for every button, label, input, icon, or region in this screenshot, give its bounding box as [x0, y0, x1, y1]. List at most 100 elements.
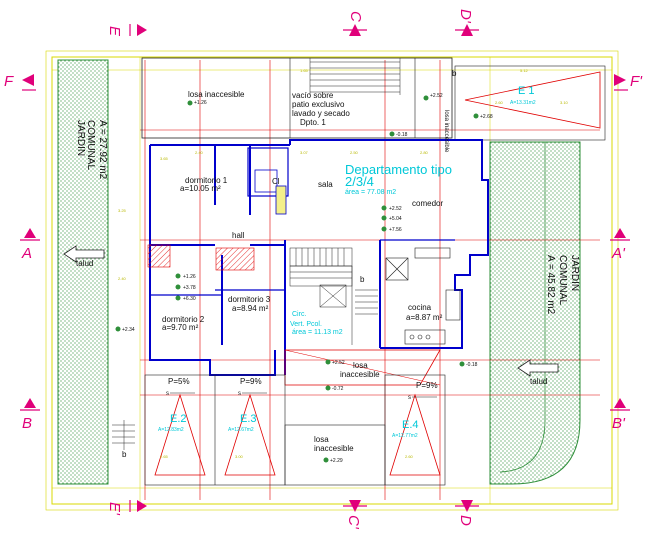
parking-e1-label: E 1 — [518, 85, 535, 97]
dim-13: 2.60 — [405, 454, 414, 459]
level-l13: +2.29 — [330, 458, 343, 464]
svg-text:A = 27.92 m2: A = 27.92 m2 — [97, 120, 108, 180]
level-l7: +1.26 — [194, 100, 207, 106]
stair-b-bot: b — [122, 450, 127, 459]
dim-1: 2.40 — [195, 150, 204, 155]
garden-right-label: JARDIN COMUNAL A = 45.82 m2 — [545, 255, 580, 315]
section-label-A-left: A — [21, 245, 32, 262]
level-l6: +7.56 — [389, 227, 402, 233]
section-label-D-top: D' — [457, 9, 474, 24]
level-l4: +2.52 — [389, 206, 402, 212]
room-dorm1: dormitorio 1 — [185, 176, 228, 185]
section-marker-A-right — [614, 228, 626, 238]
section-marker-B-right — [614, 398, 626, 408]
svg-text:COMUNAL: COMUNAL — [85, 120, 96, 170]
circ-label-1: Circ. — [292, 311, 306, 318]
dim-2: 3.65 — [160, 156, 169, 161]
room-dorm3-area: a=8.94 m² — [232, 304, 269, 313]
section-label-C-top: C — [347, 11, 364, 22]
circ-label-2: Vert. Pcol. — [290, 321, 322, 328]
stair-b-mid: b — [360, 275, 365, 284]
vacio-label-3: lavado y secado — [292, 109, 350, 118]
losa-bot-label-2: inaccesible — [314, 444, 354, 453]
talud-arrow-left — [63, 245, 105, 263]
slope-s3: s — [408, 395, 411, 401]
garden-right — [489, 141, 581, 485]
vacio-label-4: Dpto. 1 — [300, 118, 326, 127]
section-marker-E-top — [137, 24, 147, 36]
section-label-B-left: B — [22, 415, 32, 432]
section-label-A-right: A' — [611, 245, 626, 262]
room-dorm2-area: a=9.70 m² — [162, 323, 199, 332]
talud-right-label: talud — [530, 377, 547, 386]
section-marker-F-left — [22, 74, 34, 86]
dim-7: 2.40 — [118, 276, 127, 281]
level-l15: +2.52 — [430, 93, 443, 99]
parking-e1-area: A=13.31m2 — [510, 100, 536, 106]
section-marker-F-right — [614, 74, 626, 86]
garden-left — [57, 59, 109, 485]
section-label-E-bot: E' — [106, 502, 123, 516]
losa-mid-label-2: inaccesible — [340, 370, 380, 379]
parking-e3-label: E.3 — [240, 413, 257, 425]
slope-arrows — [170, 392, 437, 398]
talud-arrow-right — [517, 359, 559, 377]
room-comedor: comedor — [412, 199, 443, 208]
dim-11: 3.10 — [560, 100, 569, 105]
slope-p1: P=5% — [168, 377, 190, 386]
dim-6: 3.25 — [118, 208, 127, 213]
dim-8: 2.65 — [160, 454, 169, 459]
kitchen-fixtures — [385, 247, 461, 345]
stair-b-top: b — [452, 69, 457, 78]
slope-p2: P=9% — [240, 377, 262, 386]
room-dorm2: dormitorio 2 — [162, 315, 205, 324]
room-dorm1-area: a=10.05 m² — [180, 184, 221, 193]
dim-4: 2.50 — [350, 150, 359, 155]
circ-area: área = 11.13 m2 — [292, 329, 343, 336]
losa-mid — [284, 349, 441, 386]
dim-14: 1.65 — [300, 68, 309, 73]
level-l9: -0.72 — [332, 386, 344, 392]
dim-9: 3.00 — [235, 454, 244, 459]
parking-e3-area: A=12.67m2 — [228, 427, 254, 433]
section-label-D-bot: D — [457, 515, 474, 526]
axis-lines — [140, 60, 600, 500]
room-cocina: cocina — [408, 303, 432, 312]
section-label-C-bot: C' — [345, 515, 362, 530]
level-l3: +6.30 — [183, 296, 196, 302]
level-markers — [115, 95, 479, 463]
dim-5: 2.80 — [420, 150, 429, 155]
svg-text:JARDIN: JARDIN — [569, 255, 580, 291]
dim-12: 2.60 — [495, 100, 504, 105]
parking-e1 — [454, 65, 606, 141]
section-label-F-left: F — [4, 73, 14, 90]
apartment-title: Departamento tipo — [345, 162, 452, 177]
room-sala: sala — [318, 180, 333, 189]
top-block — [141, 57, 453, 139]
section-marker-B-left — [24, 398, 36, 408]
level-l10: -0.18 — [396, 132, 408, 138]
parking-bottom — [144, 374, 446, 486]
level-l1: +1.26 — [183, 274, 196, 280]
apartment-subtitle: 2/3/4 — [345, 174, 374, 189]
closet — [254, 169, 287, 215]
svg-text:COMUNAL: COMUNAL — [557, 255, 568, 305]
level-l5: +5.04 — [389, 216, 402, 222]
section-marker-E-bot — [137, 500, 147, 512]
central-stairs — [289, 247, 378, 345]
level-l8: +2.52 — [332, 360, 345, 366]
vacio-label-2: patio exclusivo — [292, 100, 345, 109]
talud-left-label: talud — [76, 259, 93, 268]
level-l14: +2.68 — [480, 114, 493, 120]
level-l12: +2.34 — [122, 327, 135, 333]
section-label-E-top: E — [106, 26, 123, 37]
slope-s2: s — [238, 391, 241, 397]
room-dorm3: dormitorio 3 — [228, 295, 271, 304]
dim-3: 3.07 — [300, 150, 309, 155]
losa-vertical-label: losa inaccesible — [443, 110, 449, 153]
apartment-area: área = 77.08 m2 — [345, 189, 396, 196]
apartment-walls — [149, 139, 489, 376]
room-closet: Cl — [272, 177, 280, 186]
section-marker-A-left — [24, 228, 36, 238]
